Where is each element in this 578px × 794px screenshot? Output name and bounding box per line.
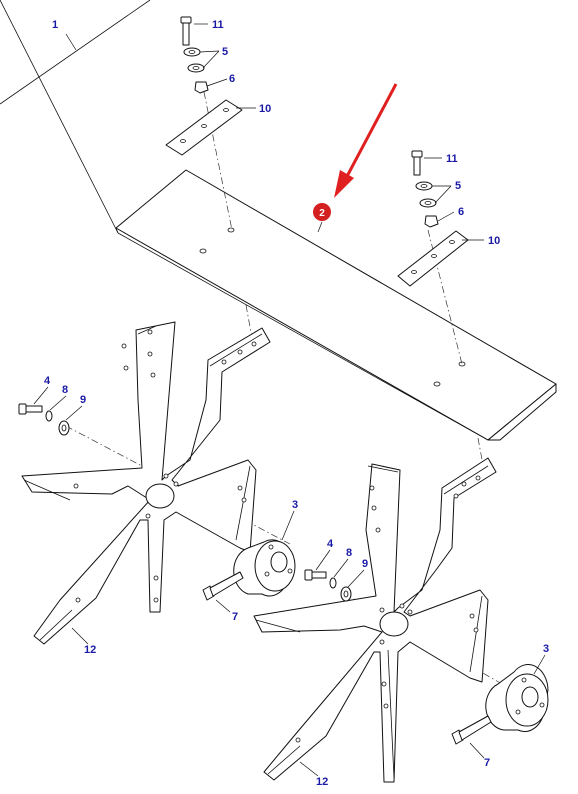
part-3-right-hub	[485, 664, 549, 732]
upper-right-fastener-stack	[397, 150, 469, 287]
callout-5-upper-left: 5	[222, 46, 228, 58]
part-12-left-spider	[21, 321, 271, 645]
callout-2: 2	[319, 208, 325, 219]
callout-10-upper-right: 10	[488, 235, 500, 247]
part-7-right-bolt	[451, 715, 492, 745]
left-bolt-washer-set	[18, 403, 70, 436]
callout-4-right: 4	[327, 538, 334, 550]
callout-7-left: 7	[232, 611, 238, 623]
part-2-badge: 2	[313, 203, 331, 221]
part-7-left-bolt	[202, 571, 244, 601]
callout-10-upper-left: 10	[259, 103, 271, 115]
highlight-arrow	[334, 83, 398, 198]
callout-8-left: 8	[62, 384, 68, 396]
callout-8-right: 8	[346, 547, 352, 559]
callout-labels: 1 11 5 6 10 11 5 6 10 4 8 9 3 4 8 9 7 12…	[44, 19, 549, 788]
callout-3-right: 3	[543, 643, 549, 655]
callout-12-left: 12	[84, 644, 96, 656]
callout-11-upper-right: 11	[446, 153, 458, 165]
part-1-frame-edge	[0, 0, 151, 105]
callout-5-upper-right: 5	[455, 180, 461, 192]
callout-11-upper-left: 11	[212, 19, 224, 31]
callout-6-upper-left: 6	[229, 73, 235, 85]
upper-left-fastener-stack	[165, 16, 243, 156]
leader-lines	[33, 23, 546, 777]
part-3-left-hub	[233, 539, 296, 597]
callout-3-left: 3	[292, 499, 298, 511]
callout-4-left: 4	[44, 375, 51, 387]
callout-12-right: 12	[316, 776, 328, 788]
callout-7-right: 7	[484, 757, 490, 769]
callout-9-left: 9	[80, 394, 86, 406]
part-2-cover-plate	[0, 0, 557, 441]
callout-6-upper-right: 6	[458, 206, 464, 218]
right-bolt-washer-set	[304, 569, 352, 602]
callout-1: 1	[52, 19, 58, 31]
callout-9-right: 9	[362, 558, 368, 570]
part-12-right-spider	[253, 457, 497, 783]
